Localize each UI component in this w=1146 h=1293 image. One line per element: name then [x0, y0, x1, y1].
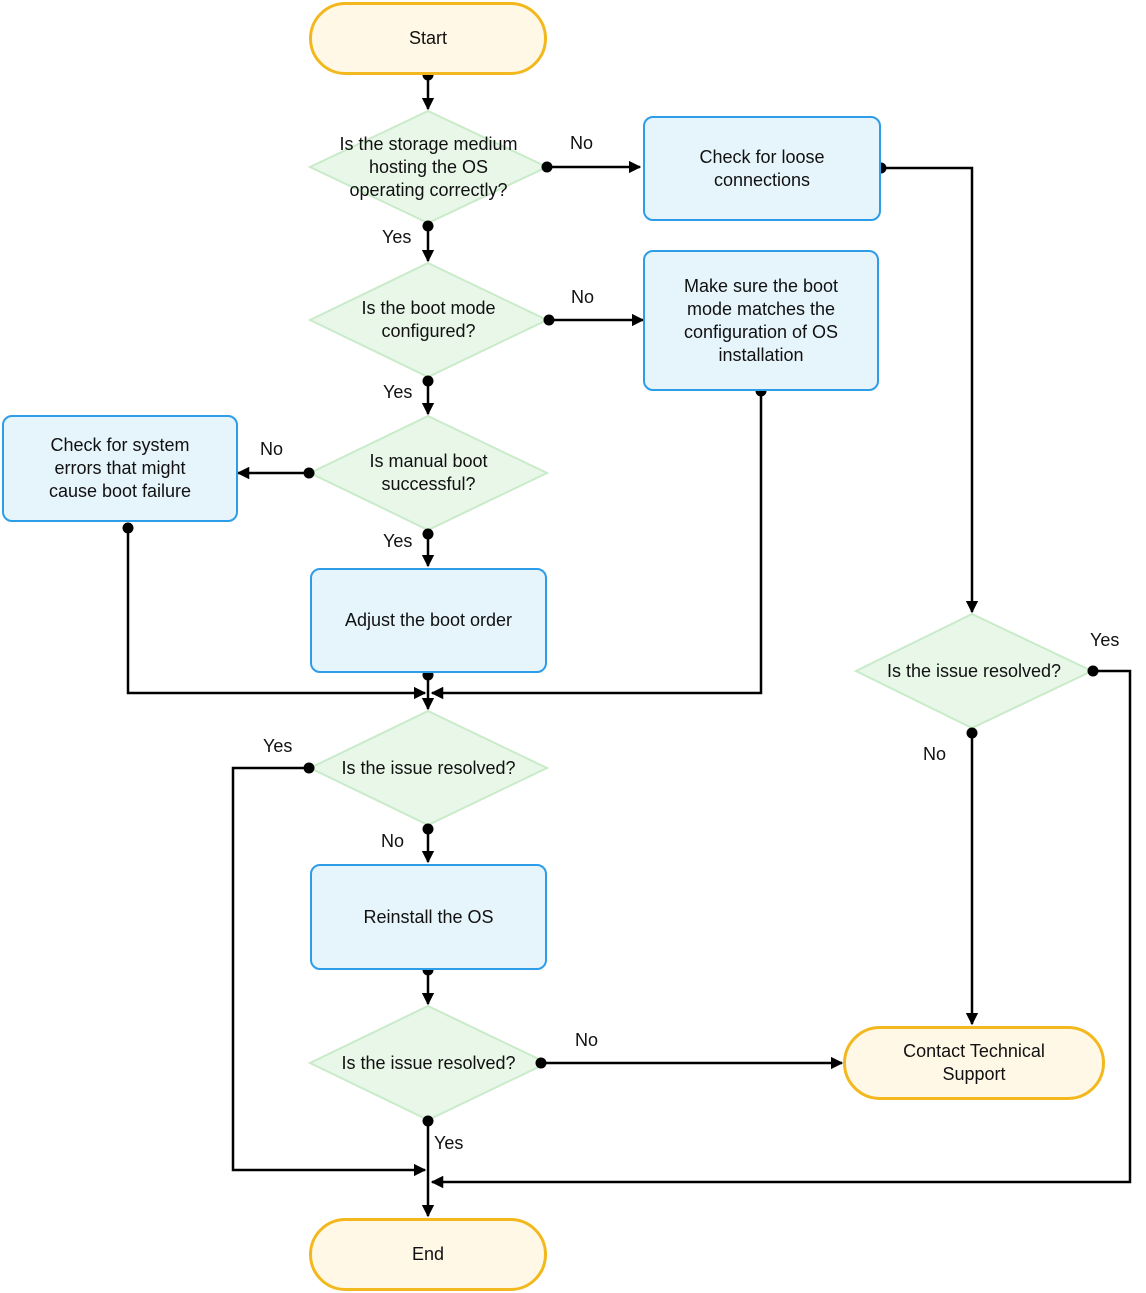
start-terminal: Start	[309, 2, 547, 75]
contact-support-terminal: Contact Technical Support	[843, 1026, 1105, 1100]
edge-label-bootmode-no: No	[571, 287, 595, 307]
edge-bootfix-merge	[430, 391, 763, 700]
edge-label-bootmode-yes: Yes	[383, 382, 413, 402]
edge-label-manual-no: No	[260, 439, 284, 459]
edge-label-storage-no: No	[570, 133, 594, 153]
decision-shapes	[307, 109, 1095, 1122]
resolved-2-label: Is the issue resolved?	[341, 1052, 516, 1073]
loose-connections-label: Check for loose connections	[699, 146, 825, 190]
system-errors-box: Check for system errors that might cause…	[2, 415, 238, 522]
boot-mode-fix-box: Make sure the boot mode matches the conf…	[643, 250, 879, 391]
edge-label-right-yes: Yes	[1090, 630, 1120, 650]
edge-loose-resolvedright	[881, 166, 979, 614]
edge-label-manual-yes: Yes	[383, 531, 413, 551]
resolved-right-decision: Is the issue resolved?	[856, 614, 1092, 728]
manual-boot-check-label: Is manual boot successful?	[369, 451, 488, 494]
edge-label-resolved1-yes: Yes	[263, 736, 293, 756]
edge-label-resolved2-no: No	[575, 1030, 599, 1050]
connector-dots	[122, 69, 1099, 1127]
contact-support-label: Contact Technical Support	[903, 1041, 1045, 1084]
end-terminal: End	[309, 1218, 547, 1291]
resolved-1-decision: Is the issue resolved?	[310, 711, 547, 825]
edge-right-yes	[430, 669, 1132, 1189]
manual-boot-check-decision: Is manual boot successful?	[310, 416, 547, 530]
reinstall-os-label: Reinstall the OS	[363, 906, 494, 927]
system-errors-label: Check for system errors that might cause…	[48, 435, 192, 501]
boot-mode-fix-label: Make sure the boot mode matches the conf…	[683, 275, 839, 365]
connector-lines	[126, 75, 1132, 1218]
adjust-boot-order-label: Adjust the boot order	[344, 610, 513, 630]
edge-label-storage-yes: Yes	[382, 227, 412, 247]
storage-check-label: Is the storage medium hosting the OS ope…	[339, 133, 518, 200]
edge-systemerrors-merge	[126, 528, 427, 700]
boot-mode-check-decision: Is the boot mode configured?	[310, 263, 547, 377]
boot-mode-check-label: Is the boot mode configured?	[361, 298, 496, 341]
end-label: End	[411, 1244, 445, 1264]
adjust-boot-order-box: Adjust the boot order	[310, 568, 547, 673]
resolved-2-decision: Is the issue resolved?	[310, 1006, 547, 1120]
storage-check-decision: Is the storage medium hosting the OS ope…	[310, 111, 547, 223]
reinstall-os-box: Reinstall the OS	[310, 864, 547, 970]
edge-label-resolved1-no: No	[381, 831, 405, 851]
resolved-right-label: Is the issue resolved?	[886, 660, 1062, 681]
edge-label-resolved2-yes: Yes	[434, 1133, 464, 1153]
edge-label-right-no: No	[923, 744, 947, 764]
start-label: Start	[408, 28, 447, 48]
loose-connections-box: Check for loose connections	[643, 116, 881, 221]
resolved-1-label: Is the issue resolved?	[341, 757, 516, 778]
edge-resolved1-yes	[231, 766, 427, 1177]
